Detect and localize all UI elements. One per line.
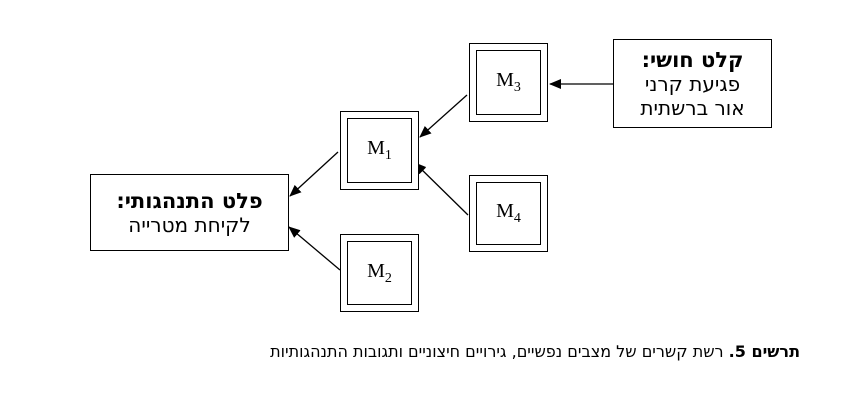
sensory-input-line-2: אור ברשתית [640,95,745,120]
sensory-input-title: קלט חושי: [641,47,744,72]
sensory-input-line-1: פגיעת קרני [644,71,741,96]
mental-state-m1-inner: M1 [347,118,412,183]
arrow-m4-to-m1 [414,162,469,216]
figure-caption-text: רשת קשרים של מצבים נפשיים, גירויים חיצונ… [270,342,729,361]
mental-state-m1-label: M1 [367,137,392,163]
mental-state-m4-inner: M4 [476,182,541,245]
behavioral-output-box: פלט התנהגותי: לקיחת מטרייה [90,174,289,251]
mental-state-m3-label: M3 [496,69,521,95]
behavioral-output-line-1: לקיחת מטרייה [128,212,251,237]
mental-state-m4: M4 [469,175,548,252]
mental-state-m2-inner: M2 [347,241,412,305]
mental-state-m2: M2 [340,234,419,312]
mental-state-m4-label: M4 [496,200,521,226]
mental-state-m1: M1 [340,111,419,190]
arrow-m3-to-m1 [419,94,468,138]
figure-caption: תרשים 5. רשת קשרים של מצבים נפשיים, גירו… [0,342,800,361]
behavioral-output-title: פלט התנהגותי: [116,188,263,213]
mental-state-m2-label: M2 [367,259,392,286]
figure-caption-label: תרשים 5. [728,342,800,361]
arrow-m1-to-output [289,151,339,197]
sensory-input-box: קלט חושי: פגיעת קרני אור ברשתית [613,39,772,128]
mental-state-m3-inner: M3 [476,50,541,115]
mental-state-m3: M3 [469,43,548,122]
arrow-m2-to-output [288,226,341,271]
